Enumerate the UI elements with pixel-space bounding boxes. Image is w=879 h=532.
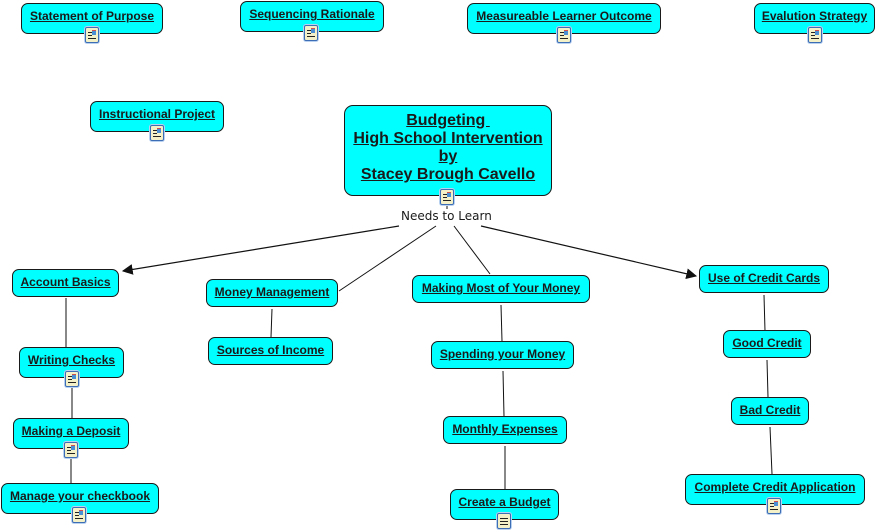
resource-image-icon[interactable] — [557, 27, 571, 43]
link-phrase-needs-to-learn[interactable]: Needs to Learn — [401, 209, 492, 223]
node-label: Money Management — [214, 285, 330, 299]
link-phrase-to-making-most — [453, 225, 491, 275]
link-credit-to-good — [763, 294, 766, 332]
node-bad-credit[interactable]: Bad Credit — [731, 397, 809, 425]
link-phrase-to-money-management — [338, 225, 437, 292]
link-bad-to-application — [769, 426, 773, 475]
node-spending-your-money[interactable]: Spending your Money — [431, 341, 574, 369]
main-topic-label: Budgeting High School Intervention by St… — [353, 112, 543, 183]
link-phrase-to-account-basics — [121, 225, 400, 275]
node-label: Create a Budget — [458, 495, 551, 509]
link-money-to-sources — [270, 308, 273, 338]
node-label: Manage your checkbook — [9, 489, 151, 503]
resource-image-icon[interactable] — [72, 507, 86, 523]
node-account-basics[interactable]: Account Basics — [12, 269, 119, 297]
node-monthly-expenses[interactable]: Monthly Expenses — [443, 416, 567, 444]
node-label: Statement of Purpose — [29, 9, 155, 23]
node-label: Writing Checks — [27, 353, 116, 367]
node-label: Making a Deposit — [21, 424, 121, 438]
node-label: Account Basics — [20, 275, 111, 289]
node-good-credit[interactable]: Good Credit — [723, 330, 811, 358]
node-label: Spending your Money — [439, 347, 566, 361]
resource-image-icon[interactable] — [64, 442, 78, 458]
resource-image-icon[interactable] — [65, 371, 79, 387]
resource-image-icon[interactable] — [440, 189, 454, 205]
node-label: Measureable Learner Outcome — [476, 9, 652, 23]
node-main-topic[interactable]: Budgeting High School Intervention by St… — [344, 105, 552, 196]
node-making-a-deposit[interactable]: Making a Deposit — [13, 418, 129, 449]
node-label: Monthly Expenses — [452, 422, 558, 436]
node-use-of-credit-cards[interactable]: Use of Credit Cards — [699, 265, 829, 293]
link-most-to-spending — [500, 304, 503, 342]
node-sources-of-income[interactable]: Sources of Income — [208, 337, 333, 365]
node-complete-credit-application[interactable]: Complete Credit Application — [685, 474, 865, 505]
node-label: Making Most of Your Money — [421, 281, 581, 295]
link-spending-to-monthly — [502, 370, 505, 417]
node-money-management[interactable]: Money Management — [206, 279, 338, 307]
node-label: Evalution Strategy — [761, 9, 868, 23]
node-label: Complete Credit Application — [694, 480, 856, 494]
link-phrase-to-credit-cards — [480, 225, 698, 280]
resource-image-icon[interactable] — [767, 498, 781, 514]
resource-image-icon[interactable] — [808, 27, 822, 43]
node-label: Bad Credit — [739, 403, 801, 417]
node-label: Instructional Project — [98, 107, 216, 121]
node-label: Sources of Income — [216, 343, 325, 357]
resource-image-icon[interactable] — [150, 125, 164, 141]
resource-document-icon[interactable] — [497, 513, 511, 529]
node-label: Use of Credit Cards — [707, 271, 821, 285]
resource-image-icon[interactable] — [304, 25, 318, 41]
node-label: Sequencing Rationale — [249, 7, 375, 21]
node-making-most-of-your-money[interactable]: Making Most of Your Money — [412, 275, 590, 303]
link-good-to-bad — [766, 359, 769, 398]
node-label: Good Credit — [732, 336, 802, 350]
resource-image-icon[interactable] — [85, 27, 99, 43]
